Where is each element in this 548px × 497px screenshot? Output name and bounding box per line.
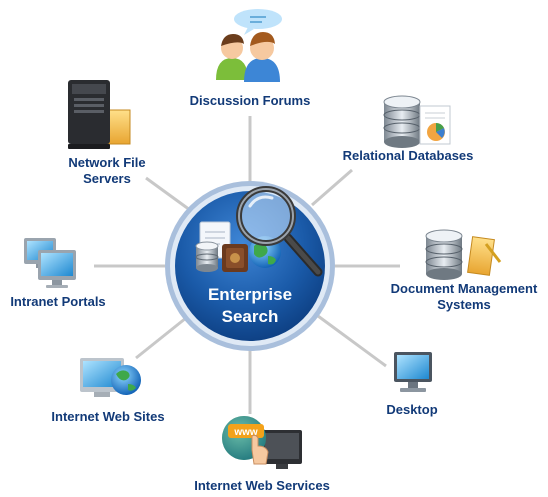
book-icon — [222, 244, 248, 272]
www-badge-glyph: www — [233, 427, 258, 438]
two-monitors-icon — [24, 238, 76, 288]
label-document-management-systems: Document Management Systems — [380, 281, 548, 313]
database-folder-icon — [425, 229, 502, 280]
monitor-icon — [394, 352, 432, 392]
spoke-relational-databases — [311, 168, 353, 207]
label-document-management-line2: Systems — [437, 297, 491, 312]
center-title-line2: Search — [221, 307, 279, 326]
database-icon — [195, 241, 219, 272]
server-folder-icon — [68, 80, 131, 149]
spoke-network-file-servers — [145, 176, 191, 212]
monitor-globe-icon — [80, 358, 141, 397]
label-network-file-servers: Network File Servers — [52, 155, 162, 187]
label-desktop: Desktop — [386, 402, 438, 417]
label-network-file-servers-line1: Network File — [68, 155, 146, 170]
enterprise-search-hub — [165, 181, 335, 351]
label-relational-databases: Relational Databases — [342, 148, 474, 163]
label-document-management-line1: Document Management — [390, 281, 538, 296]
spokes — [94, 116, 400, 414]
people-chat-icon — [216, 9, 282, 82]
label-intranet-portals: Intranet Portals — [10, 294, 106, 309]
label-network-file-servers-line2: Servers — [83, 171, 131, 186]
database-chart-icon — [383, 95, 451, 148]
www-monitor-icon: www — [222, 416, 302, 469]
spoke-desktop — [317, 314, 387, 368]
spoke-internet-web-sites — [135, 316, 187, 360]
center-title: Enterprise Search — [190, 284, 310, 328]
center-title-line1: Enterprise — [207, 285, 293, 304]
label-discussion-forums: Discussion Forums — [189, 93, 311, 108]
label-internet-web-sites: Internet Web Sites — [51, 409, 165, 424]
label-internet-web-services: Internet Web Services — [194, 478, 330, 493]
magnifier-icon — [236, 186, 323, 277]
